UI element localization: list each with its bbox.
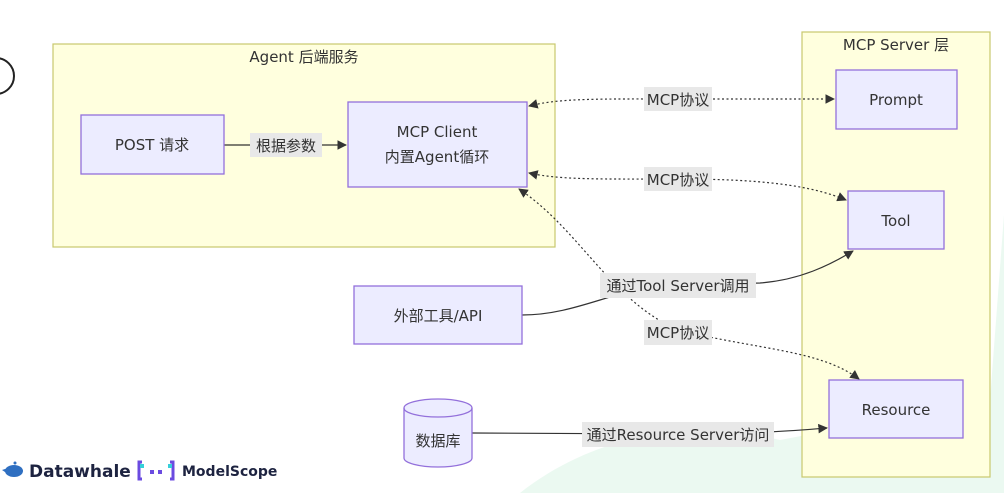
node-database[interactable]: 数据库 bbox=[403, 398, 473, 468]
svg-text:ModelScope: ModelScope bbox=[182, 464, 277, 480]
whale-icon bbox=[2, 461, 23, 477]
mcp-server-subgraph-title: MCP Server 层 bbox=[843, 36, 949, 54]
edge-client-prompt bbox=[528, 94, 835, 109]
edge-label-external-tool: 通过Tool Server调用 bbox=[600, 273, 756, 298]
edge-label-client-prompt: MCP协议 bbox=[644, 87, 712, 111]
node-prompt[interactable]: Prompt bbox=[835, 69, 958, 130]
svg-text:MCP协议: MCP协议 bbox=[647, 91, 709, 109]
svg-text:内置Agent循环: 内置Agent循环 bbox=[385, 148, 489, 166]
svg-text:Datawhale: Datawhale bbox=[29, 462, 131, 482]
svg-text:数据库: 数据库 bbox=[415, 432, 460, 450]
svg-text:通过Tool Server调用: 通过Tool Server调用 bbox=[606, 277, 749, 295]
edge-label-client-tool: MCP协议 bbox=[644, 167, 712, 191]
node-post-request[interactable]: POST 请求 bbox=[80, 114, 225, 175]
svg-text:Resource: Resource bbox=[862, 401, 931, 419]
edge-client-resource bbox=[518, 188, 860, 380]
svg-text:Tool: Tool bbox=[880, 212, 910, 230]
svg-text:MCP协议: MCP协议 bbox=[647, 171, 709, 189]
svg-text:外部工具/API: 外部工具/API bbox=[394, 307, 483, 325]
svg-text:POST 请求: POST 请求 bbox=[115, 136, 189, 154]
partial-circle-decoration bbox=[0, 57, 15, 95]
svg-text:MCP协议: MCP协议 bbox=[647, 324, 709, 342]
svg-text:根据参数: 根据参数 bbox=[256, 137, 316, 155]
svg-text:Prompt: Prompt bbox=[869, 91, 923, 109]
node-mcp-client[interactable]: MCP Client 内置Agent循环 bbox=[347, 101, 528, 188]
node-tool[interactable]: Tool bbox=[847, 190, 945, 250]
edge-label-post-to-client: 根据参数 bbox=[250, 133, 322, 157]
svg-text:通过Resource Server访问: 通过Resource Server访问 bbox=[587, 426, 770, 444]
modelscope-icon bbox=[137, 460, 175, 481]
edge-label-client-resource: MCP协议 bbox=[644, 320, 712, 345]
modelscope-logo: ModelScope bbox=[137, 460, 277, 481]
agent-subgraph-title: Agent 后端服务 bbox=[249, 48, 358, 66]
node-resource[interactable]: Resource bbox=[828, 379, 964, 439]
svg-text:MCP Client: MCP Client bbox=[397, 123, 478, 141]
node-external-tools-api[interactable]: 外部工具/API bbox=[353, 285, 523, 345]
datawhale-logo: Datawhale bbox=[2, 461, 131, 482]
edge-label-db-resource: 通过Resource Server访问 bbox=[582, 422, 774, 447]
